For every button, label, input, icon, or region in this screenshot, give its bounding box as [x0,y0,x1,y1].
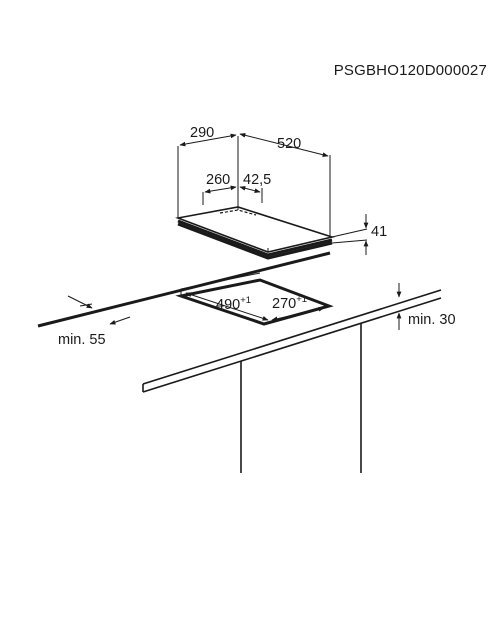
dim-41-label: 41 [371,224,387,240]
dim-min55-arrow-b [109,316,131,325]
dim-260-line [204,185,237,194]
dim-min30-label: min. 30 [408,312,456,328]
burner-outline [219,209,257,216]
dim-min55-label: min. 55 [58,332,106,348]
dim-min55-arrow-a [67,295,93,309]
dim-290-label: 290 [190,125,214,141]
dim-270-label: 270+1 [272,294,307,312]
dim-490-label: 490+1 [216,295,251,313]
dim-260-label: 260 [206,172,230,188]
dim-42-5-label: 42,5 [243,172,271,188]
dim-270-line [271,306,325,322]
hob [175,206,336,260]
dim-520-line [239,132,329,158]
diagram-code: PSGBHO120D000027 [334,62,487,79]
dim-490-line [185,292,269,321]
dim-42-5-line [239,185,261,194]
dim-290-line [179,133,237,147]
dim-520-label: 520 [277,136,301,152]
